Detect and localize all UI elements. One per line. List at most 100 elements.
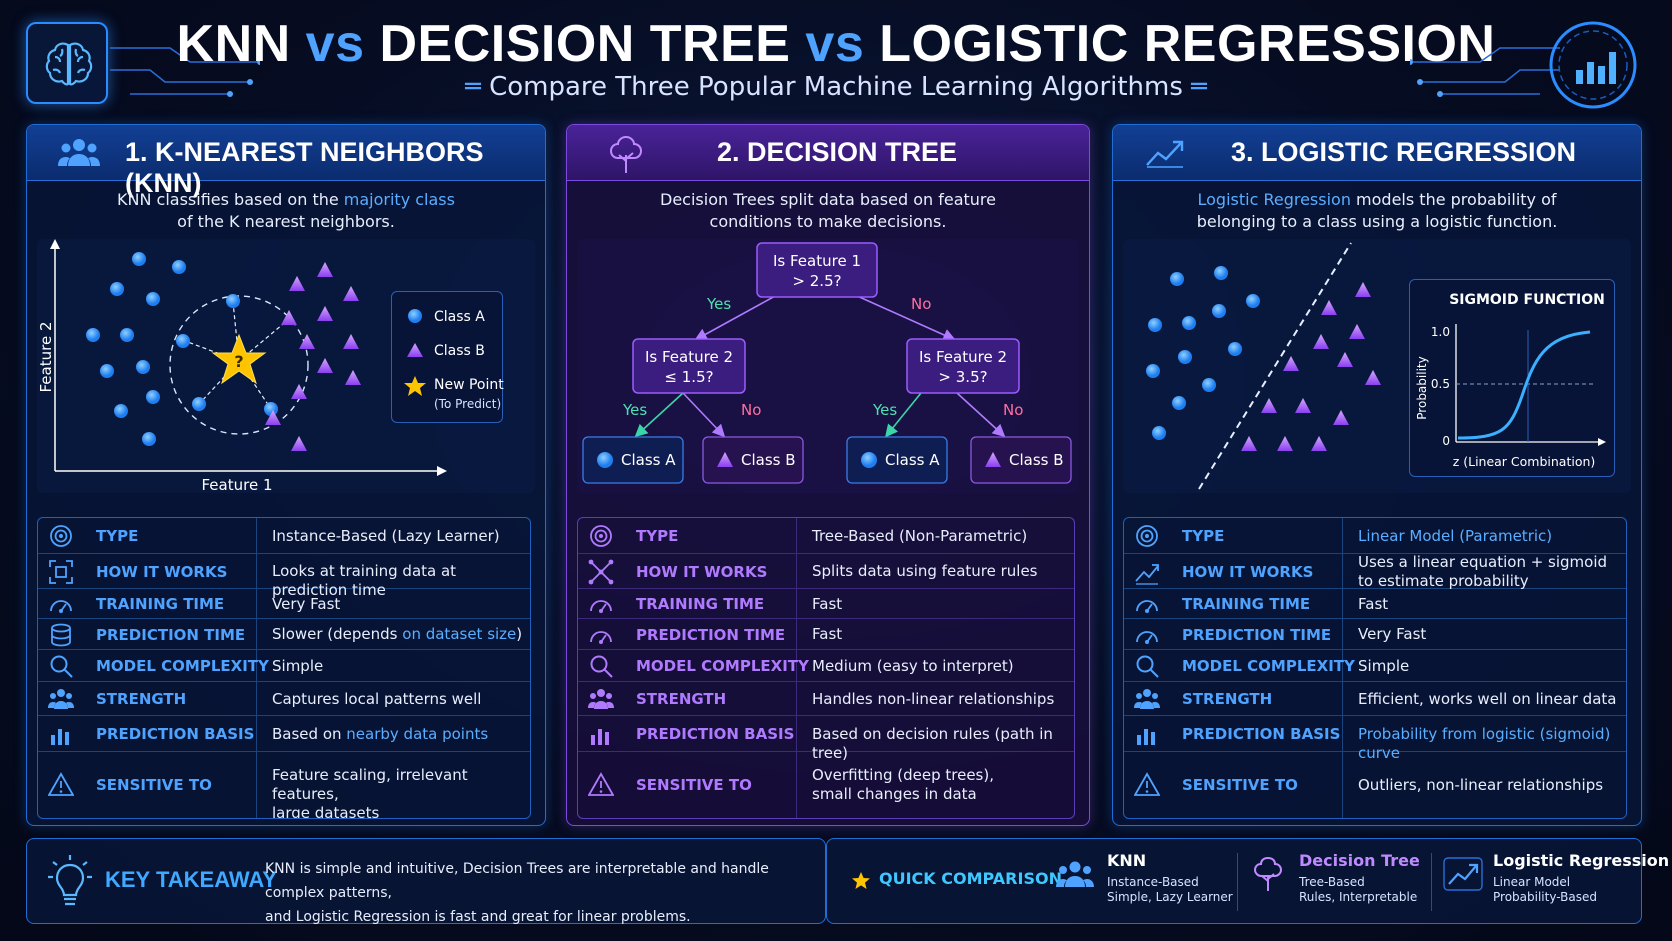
trend-line-icon	[1443, 857, 1483, 891]
edge-yes-left: Yes	[622, 401, 647, 419]
class-a-point	[176, 334, 190, 348]
class-b-point	[281, 310, 297, 325]
class-a-point	[1228, 342, 1242, 356]
row-label: TRAINING TIME	[636, 595, 765, 613]
class-a-point	[1212, 304, 1226, 318]
logistic-regression-panel-header: 3. LOGISTIC REGRESSION	[1113, 125, 1641, 181]
logistic-regression-panel: 3. LOGISTIC REGRESSION Logistic Regressi…	[1112, 124, 1642, 826]
class-b-point	[317, 262, 333, 277]
class-a-point	[264, 402, 278, 416]
table-column-divider	[256, 518, 257, 818]
row-label: PREDICTION TIME	[96, 625, 246, 644]
row-label: SENSITIVE TO	[1182, 776, 1298, 794]
table-row: TRAINING TIME Fast	[578, 589, 1074, 619]
speedometer-icon	[1136, 600, 1158, 613]
row-label: PREDICTION TIME	[636, 625, 786, 644]
knn-panel: 1. K-NEAREST NEIGHBORS (KNN) KNN classif…	[26, 124, 546, 826]
knn-legend: Class A Class B New Point (To Predict)	[391, 291, 504, 423]
row-value: Overfitting (deep trees),small changes i…	[812, 766, 994, 803]
class-b-point	[1283, 356, 1299, 371]
class-a-point	[110, 282, 124, 296]
table-column-divider	[796, 518, 797, 818]
class-a-point	[1146, 364, 1160, 378]
table-row: PREDICTION TIME Very Fast	[1124, 619, 1626, 650]
table-column-divider	[1342, 518, 1343, 818]
svg-text:Class A: Class A	[885, 451, 940, 469]
leaf-class-b-right: Class B	[970, 436, 1072, 484]
sigmoid-tick-0: 0	[1442, 434, 1450, 448]
speedometer-icon	[1136, 630, 1158, 644]
sigmoid-chart: SIGMOID FUNCTION 1.0 0.5 0 Probability z…	[1409, 279, 1615, 477]
knn-panel-header: 1. K-NEAREST NEIGHBORS (KNN)	[27, 125, 545, 198]
target-icon	[1136, 525, 1158, 547]
row-label: STRENGTH	[636, 690, 727, 708]
table-row: MODEL COMPLEXITY Simple	[1124, 650, 1626, 682]
row-label: PREDICTION BASIS	[636, 725, 795, 743]
row-label: TYPE	[1182, 527, 1225, 545]
logistic-regression-panel-title: 3. LOGISTIC REGRESSION	[1231, 137, 1577, 167]
edge-no-root: No	[911, 295, 931, 313]
table-row: SENSITIVE TO Feature scaling, irrelevant…	[38, 752, 530, 818]
table-row: PREDICTION TIME Fast	[578, 619, 1074, 650]
row-value: Tree-Based (Non-Parametric)	[812, 526, 1028, 545]
row-label: TYPE	[636, 527, 679, 545]
class-a-point	[86, 328, 100, 342]
class-a-point	[226, 294, 240, 308]
sigmoid-xlabel: z (Linear Combination)	[1453, 454, 1596, 469]
logistic-regression-description: Logistic Regression models the probabili…	[1196, 190, 1558, 231]
class-b-point	[1241, 436, 1257, 451]
class-a-point	[120, 328, 134, 342]
magnifier-icon	[50, 655, 73, 678]
row-value: Splits data using feature rules	[812, 562, 1038, 580]
quick-item-knn-name: KNN	[1107, 851, 1147, 870]
table-row: HOW IT WORKS Uses a linear equation + si…	[1124, 553, 1626, 590]
tree-icon	[1253, 856, 1283, 891]
row-label: SENSITIVE TO	[96, 776, 212, 794]
class-a-point	[132, 252, 146, 266]
legend-new-point-star	[404, 376, 426, 396]
class-a-point	[1152, 426, 1166, 440]
left-node-line2: ≤ 1.5?	[664, 368, 713, 386]
class-b-point	[265, 410, 281, 425]
lightbulb-icon	[48, 855, 92, 906]
class-a-point	[172, 260, 186, 274]
bar-chart-icon	[591, 729, 609, 745]
decision-tree-panel-header: 2. DECISION TREE	[567, 125, 1089, 181]
svg-text:Class B: Class B	[741, 451, 796, 469]
class-b-point	[291, 384, 307, 399]
row-label: HOW IT WORKS	[636, 562, 768, 581]
row-value: Fast	[1358, 594, 1389, 613]
row-value: Efficient, works well on linear data	[1358, 689, 1617, 708]
row-value: Fast	[812, 625, 843, 643]
users-icon	[58, 139, 100, 166]
row-value: Linear Model (Parametric)	[1358, 526, 1553, 545]
class-b-point	[317, 358, 333, 373]
class-a-point	[1214, 266, 1228, 280]
decision-tree-description: Decision Trees split data based on featu…	[660, 190, 996, 231]
class-b-point	[1365, 370, 1381, 385]
sigmoid-tick-1: 1.0	[1431, 325, 1450, 339]
knn-feature-table: TYPE Instance-Based (Lazy Learner) HOW I…	[37, 517, 531, 819]
class-b-point	[345, 370, 361, 385]
star-icon	[852, 872, 870, 889]
knn-panel-title: 1. K-NEAREST NEIGHBORS (KNN)	[125, 137, 484, 198]
row-label: MODEL COMPLEXITY	[96, 657, 269, 675]
row-value: Medium (easy to interpret)	[812, 656, 1014, 675]
row-value: Very Fast	[272, 594, 341, 613]
new-point-star	[211, 333, 267, 385]
row-label: PREDICTION TIME	[1182, 625, 1332, 644]
legend-class-b-marker	[407, 343, 423, 357]
row-value: Fast	[812, 594, 843, 613]
table-row: PREDICTION BASIS Probability from logist…	[1124, 716, 1626, 762]
row-value: Handles non-linear relationships	[812, 689, 1055, 708]
edge-yes-root: Yes	[706, 295, 731, 313]
warning-icon	[1134, 772, 1160, 796]
class-a-point	[1178, 350, 1192, 364]
row-label: HOW IT WORKS	[96, 562, 228, 581]
class-b-point	[289, 276, 305, 291]
table-row: HOW IT WORKS Splits data using feature r…	[578, 554, 1074, 589]
class-b-point	[1337, 352, 1353, 367]
class-b-point	[1313, 334, 1329, 349]
row-label: STRENGTH	[96, 690, 187, 708]
